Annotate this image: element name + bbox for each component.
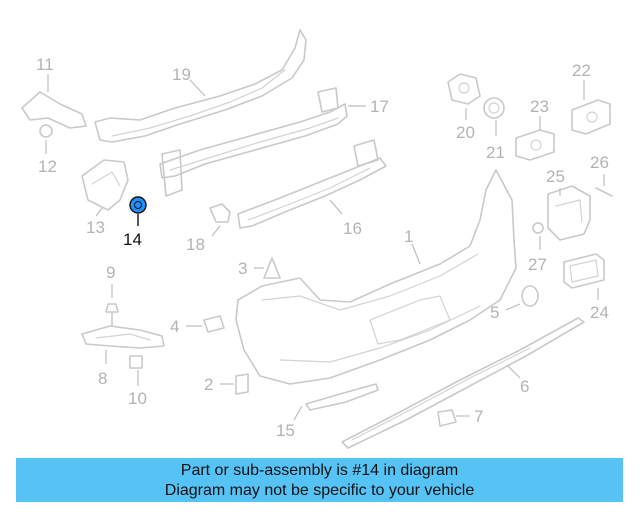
part-26-screw	[595, 174, 613, 197]
label-14: 14	[123, 230, 142, 249]
part-11-bracket	[21, 74, 87, 129]
label-9: 9	[106, 263, 115, 282]
label-20: 20	[456, 123, 475, 142]
label-21: 21	[486, 143, 505, 162]
label-26: 26	[590, 153, 609, 172]
part-9-bolt	[105, 284, 119, 327]
part-4-clip	[186, 315, 225, 333]
label-22: 22	[572, 61, 591, 80]
banner-line-1: Part or sub-assembly is #14 in diagram	[180, 462, 459, 479]
label-12: 12	[38, 157, 57, 176]
parts-diagram: 19 17 16 11 12 13 14	[21, 29, 613, 449]
label-4: 4	[170, 317, 179, 336]
part-20-sensor	[447, 73, 481, 120]
label-15: 15	[276, 421, 295, 440]
label-16: 16	[343, 219, 362, 238]
banner-line-2: Diagram may not be specific to your vehi…	[164, 482, 475, 499]
part-25-mount	[547, 185, 591, 241]
part-15-reflector	[293, 383, 379, 421]
part-10-nut	[129, 355, 143, 386]
label-27: 27	[528, 255, 547, 274]
part-19-absorber	[94, 29, 307, 143]
part-1-bumper-cover	[235, 169, 517, 385]
part-2-bolt	[220, 373, 249, 395]
label-23: 23	[530, 97, 549, 116]
part-6-lower-trim	[341, 317, 585, 449]
label-3: 3	[238, 259, 247, 278]
info-banner: Part or sub-assembly is #14 in diagram D…	[16, 458, 623, 502]
part-16-lower-bar	[237, 139, 387, 229]
label-6: 6	[520, 377, 529, 396]
label-18: 18	[186, 235, 205, 254]
label-11: 11	[36, 55, 54, 74]
part-27-clip	[532, 222, 544, 250]
label-2: 2	[204, 375, 213, 394]
label-5: 5	[490, 303, 499, 322]
label-25: 25	[546, 167, 565, 186]
label-19: 19	[172, 65, 191, 84]
part-12-nut	[39, 124, 53, 154]
part-3-clip	[254, 257, 281, 279]
part-13-side-bracket	[81, 159, 129, 217]
label-10: 10	[128, 389, 147, 408]
part-24-module	[563, 253, 605, 300]
label-24: 24	[590, 303, 609, 322]
label-13: 13	[86, 218, 105, 237]
part-23-bracket	[515, 116, 555, 161]
part-21-grommet	[483, 97, 505, 136]
part-7-clip	[437, 409, 470, 427]
part-14-clip[interactable]	[129, 196, 147, 226]
part-5-cover	[505, 285, 539, 311]
label-17: 17	[370, 97, 389, 116]
part-17-reinforcement	[159, 87, 366, 197]
part-18-bolt	[209, 203, 231, 237]
label-8: 8	[98, 369, 107, 388]
part-22-bracket	[571, 80, 611, 135]
label-1: 1	[404, 227, 413, 246]
part-8-lower-bracket	[81, 325, 165, 364]
label-7: 7	[474, 407, 483, 426]
